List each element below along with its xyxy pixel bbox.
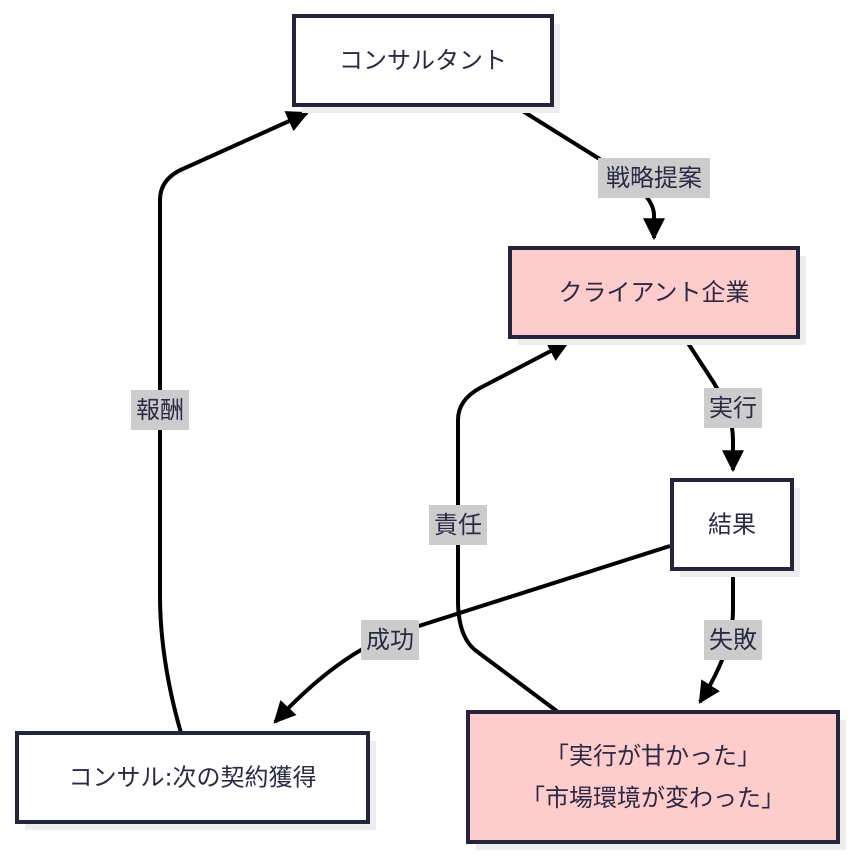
edge-label-text: 報酬 bbox=[136, 396, 184, 424]
node-box bbox=[466, 710, 840, 844]
node-box bbox=[670, 478, 794, 571]
edge-label-text: 実行 bbox=[709, 394, 757, 422]
node-label: 結果 bbox=[708, 511, 756, 539]
node-client: クライアント企業 bbox=[508, 246, 806, 345]
node-box bbox=[508, 246, 800, 339]
node-box bbox=[292, 14, 554, 107]
node-consultant: コンサルタント bbox=[292, 14, 560, 113]
node-excuse: 「実行が甘かった」「市場環境が変わった」 bbox=[466, 710, 846, 850]
node-label: コンサルタント bbox=[339, 47, 507, 75]
edge-label-text: 戦略提案 bbox=[606, 164, 702, 192]
edge-label-result-to-next_contract: 成功 bbox=[361, 620, 419, 660]
edge-label-result-to-excuse: 失敗 bbox=[704, 620, 762, 660]
edge-label-text: 責任 bbox=[434, 511, 482, 539]
edge-label-next_contract-to-consultant: 報酬 bbox=[131, 390, 189, 430]
node-box bbox=[15, 731, 370, 824]
edge-label-background bbox=[361, 620, 419, 660]
edge-label-background bbox=[131, 390, 189, 430]
node-label: コンサル:次の契約獲得 bbox=[68, 764, 316, 792]
edge-label-excuse-to-client: 責任 bbox=[429, 505, 487, 545]
edge-next_contract-to-consultant bbox=[158, 111, 310, 734]
edge-label-background bbox=[429, 505, 487, 545]
edge-label-background bbox=[704, 620, 762, 660]
edge-label-background bbox=[704, 388, 762, 428]
node-label: クライアント企業 bbox=[558, 279, 749, 307]
edge-label-text: 成功 bbox=[366, 626, 414, 654]
edge-result-to-next_contract bbox=[273, 544, 671, 724]
node-next-contract: コンサル:次の契約獲得 bbox=[15, 731, 376, 830]
edge-label-background bbox=[598, 158, 710, 198]
edge-label-consultant-to-client: 戦略提案 bbox=[598, 158, 710, 198]
node-label: 「実行が甘かった」 bbox=[545, 742, 761, 770]
node-result: 結果 bbox=[670, 478, 800, 577]
node-label: 「市場環境が変わった」 bbox=[521, 784, 785, 812]
edge-label-client-to-result: 実行 bbox=[704, 388, 762, 428]
edge-label-text: 失敗 bbox=[709, 626, 757, 654]
